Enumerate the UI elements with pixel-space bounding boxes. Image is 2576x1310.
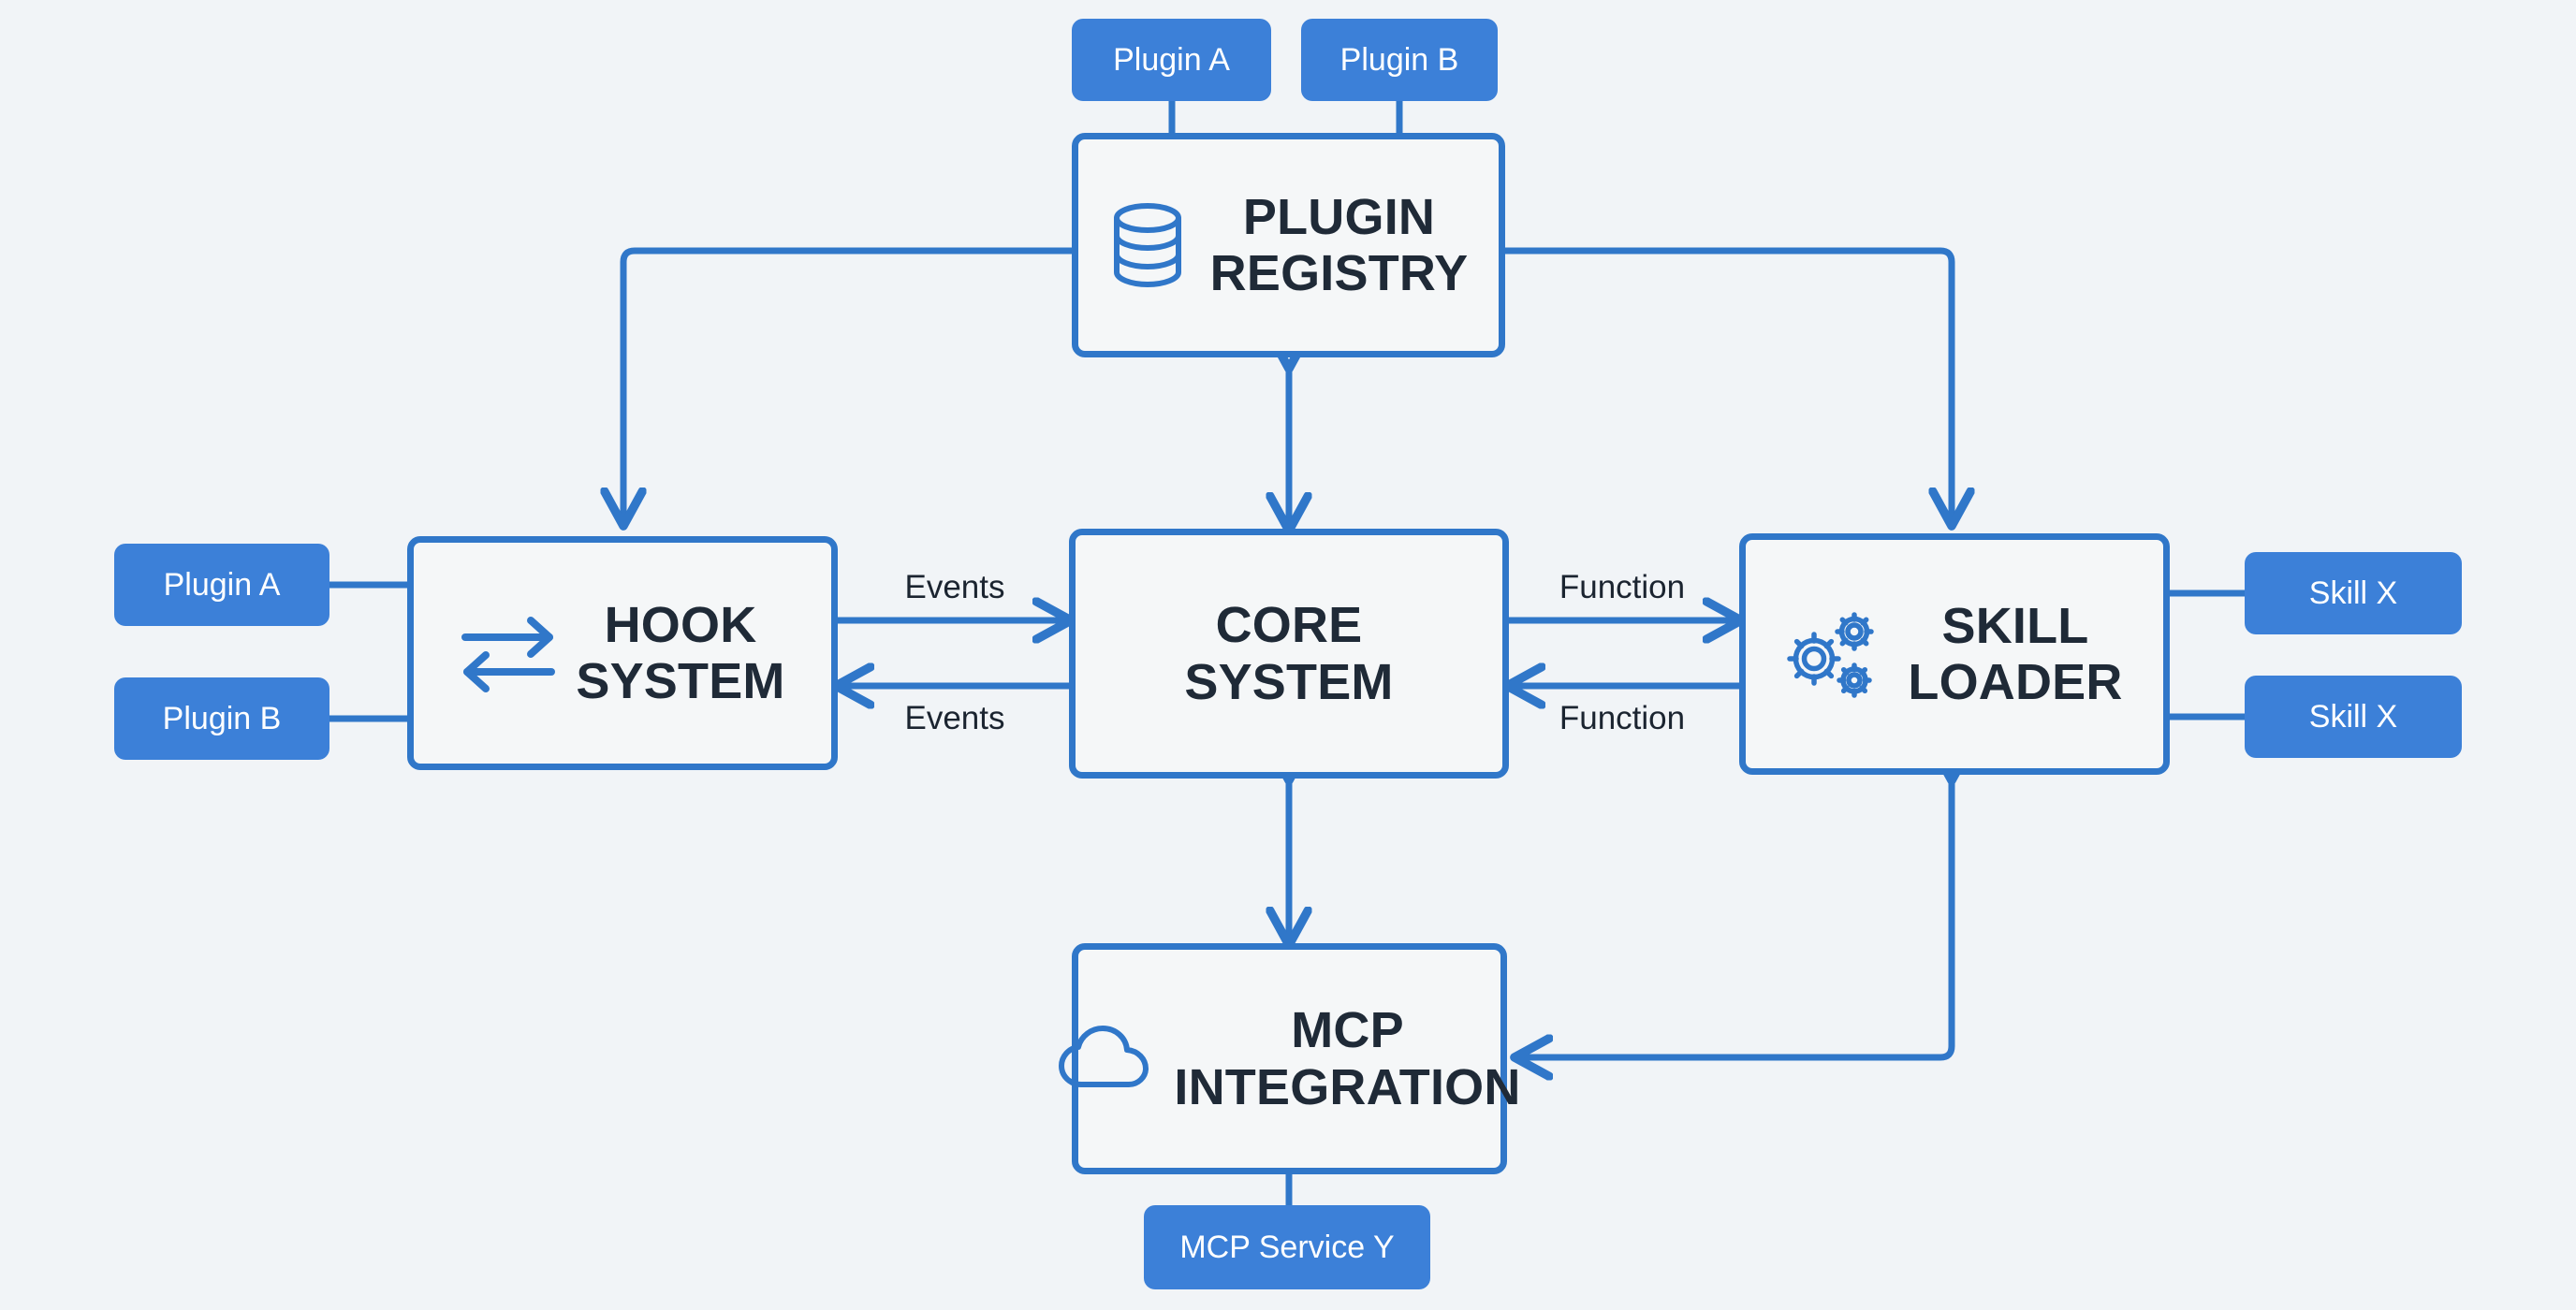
node-label: MCP INTEGRATION	[1174, 1002, 1521, 1115]
pill-registry-plugin-a[interactable]: Plugin A	[1072, 19, 1271, 101]
node-label: SKILL LOADER	[1908, 597, 2123, 710]
database-icon	[1109, 202, 1186, 288]
wire-registry-to-skill-loader	[1501, 247, 1952, 524]
pill-registry-plugin-b[interactable]: Plugin B	[1301, 19, 1498, 101]
node-core-system[interactable]: CORE SYSTEM	[1069, 529, 1509, 779]
edge-label-events-in: Events	[904, 700, 1005, 736]
pill-hook-plugin-a[interactable]: Plugin A	[114, 544, 329, 626]
pill-label: Skill X	[2308, 698, 2398, 735]
wire-skill-loader-mcp	[1516, 779, 1952, 1057]
node-label: PLUGIN REGISTRY	[1209, 188, 1469, 301]
node-skill-loader[interactable]: SKILL LOADER	[1739, 533, 2170, 775]
pill-label: Plugin B	[162, 700, 282, 736]
node-plugin-registry[interactable]: PLUGIN REGISTRY	[1072, 133, 1505, 357]
edge-label-function-in: Function	[1559, 700, 1686, 736]
node-label: HOOK SYSTEM	[576, 596, 785, 709]
pill-label: Plugin B	[1339, 41, 1459, 78]
edge-label-function-out: Function	[1559, 569, 1686, 605]
pill-label: Skill X	[2308, 575, 2398, 611]
node-mcp-integration[interactable]: MCP INTEGRATION	[1059, 943, 1520, 1174]
node-hook-system[interactable]: HOOK SYSTEM	[407, 536, 838, 770]
bidirectional-arrows-icon	[460, 608, 557, 698]
pill-label: Plugin A	[1113, 41, 1230, 78]
cloud-icon	[1058, 1025, 1151, 1094]
edge-label-events-out: Events	[904, 569, 1005, 605]
gears-icon	[1786, 607, 1887, 701]
pill-label: MCP Service Y	[1179, 1229, 1395, 1265]
pill-mcp-service-y[interactable]: MCP Service Y	[1144, 1205, 1430, 1289]
pill-skill-x-2[interactable]: Skill X	[2245, 676, 2462, 758]
node-label: CORE SYSTEM	[1184, 597, 1394, 710]
pill-skill-x-1[interactable]: Skill X	[2245, 552, 2462, 634]
wire-registry-to-hook	[623, 247, 1076, 524]
pill-hook-plugin-b[interactable]: Plugin B	[114, 677, 329, 760]
pill-label: Plugin A	[163, 566, 281, 603]
